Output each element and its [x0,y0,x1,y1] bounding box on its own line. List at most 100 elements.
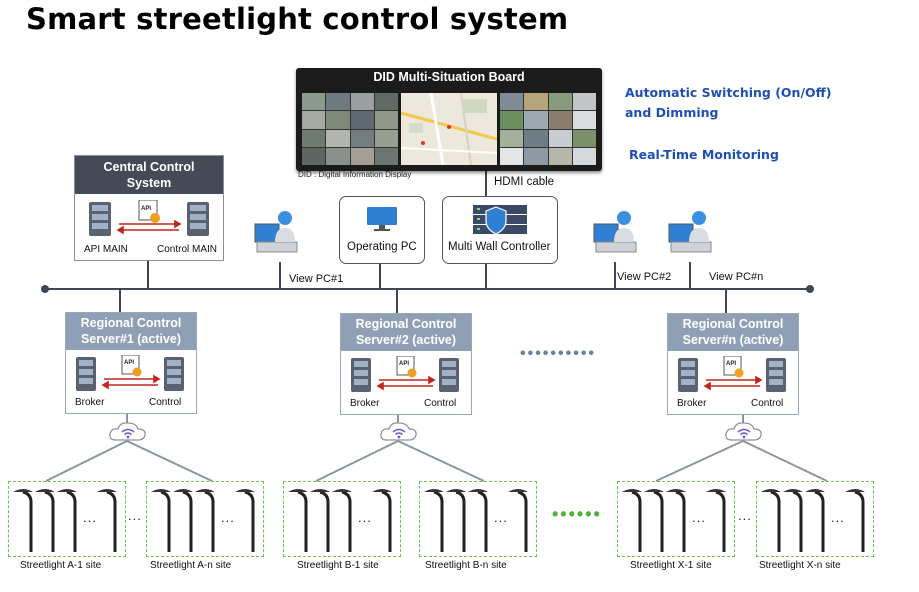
more-lights-ellipsis: ... [494,510,508,525]
streetlight-icons [424,489,528,552]
exchange-arrows-icon [101,374,161,390]
site-label-an: Streetlight A-n site [150,560,232,571]
regional-server-1: Regional Control Server#1 (active) API B… [65,312,197,414]
central-title-line1: Central Control [103,160,195,174]
central-control-header: Central Control System [75,156,223,194]
regional-title-line2: Server#n (active) [682,333,784,347]
streetlight-icons [622,489,726,552]
api-doc-icon: API [121,355,142,377]
streetlight-icon [151,489,171,552]
streetlight-icon [35,489,55,552]
regional-title-line2: Server#1 (active) [80,332,182,346]
streetlight-icon [845,489,865,552]
regional-server-header: Regional Control Server#n (active) [668,314,798,351]
feature-switching-line1: Automatic Switching (On/Off) [625,85,832,100]
regional-server-graphic: API [351,356,459,392]
more-lights-ellipsis: ... [692,510,706,525]
api-doc-icon: API [396,356,417,378]
api-doc-icon: API [138,200,160,223]
svg-text:API: API [124,360,134,366]
central-title-line2: System [126,176,172,190]
page-title: Smart streetlight control system [26,2,569,36]
streetlight-site-xn: ... [756,481,874,557]
streetlight-icon [805,489,825,552]
streetlight-icon [783,489,803,552]
streetlight-icon [195,489,215,552]
view-pc-1-icon [254,211,298,253]
view-pc-2-label: View PC#2 [617,271,672,283]
did-board-title: DID Multi-Situation Board [373,70,525,84]
did-note: DID : Digital Information Display [298,170,412,179]
streetlight-icon [310,489,330,552]
streetlight-site-bn: ... [419,481,537,557]
operating-pc-label: Operating PC [347,241,417,253]
feature-switching-line2: and Dimming [625,105,719,120]
server-icon [766,358,786,392]
streetlight-icon [468,489,488,552]
streetlight-site-an: ... [146,481,264,557]
streetlight-icon [761,489,781,552]
regional-server-header: Regional Control Server#2 (active) [341,314,471,351]
streetlight-site-b1: ... [283,481,401,557]
central-server-graphic: API [89,200,209,236]
server-icon [351,358,371,392]
streetlight-icons [151,489,255,552]
server-icon [76,357,96,391]
regional-server-graphic: API [678,356,786,392]
streetlight-icons [761,489,865,552]
regional-left-label: Broker [75,397,105,408]
svg-text:API: API [399,361,409,367]
streetlight-icons [288,489,392,552]
streetlight-icon [424,489,444,552]
more-lights-ellipsis: ... [831,510,845,525]
more-sites-dots: •••••• [552,504,602,524]
central-control-system: Central Control System API API MAIN Cont… [74,155,224,261]
regional-left-label: Broker [677,398,707,409]
feature-monitoring: Real-Time Monitoring [629,147,779,162]
cloud-wifi-icon [109,422,146,441]
streetlight-icon [235,489,255,552]
streetlight-icon [173,489,193,552]
view-pc-1-label: View PC#1 [289,273,344,285]
site-label-bn: Streetlight B-n site [425,560,507,571]
svg-text:API: API [141,206,151,212]
wall-controller-icon [473,205,527,235]
streetlight-icon [644,489,664,552]
exchange-arrows-icon [116,219,182,235]
did-screen-wall [302,93,596,165]
streetlight-icon [666,489,686,552]
regional-left-label: Broker [350,398,380,409]
site-label-x1: Streetlight X-1 site [630,560,712,571]
view-pc-2-icon [593,211,637,253]
streetlight-icon [13,489,33,552]
server-icon [678,358,698,392]
server-icon [439,358,459,392]
server-icon [89,202,111,236]
did-camera-grid-left [302,93,398,165]
streetlight-icon [57,489,77,552]
regional-title-line1: Regional Control [682,317,784,331]
regional-title-line2: Server#2 (active) [355,333,457,347]
shield-icon [485,206,507,235]
streetlight-site-a1: ... [8,481,126,557]
bus-endpoint-left [41,285,49,293]
streetlight-icon [508,489,528,552]
streetlight-icon [288,489,308,552]
central-right-label: Control MAIN [157,244,218,255]
regional-server-2: Regional Control Server#2 (active) API B… [340,313,472,415]
streetlight-site-x1: ... [617,481,735,557]
svg-text:API: API [726,361,736,367]
hdmi-cable-label: HDMI cable [494,176,555,188]
wall-controller-label: Multi Wall Controller [448,241,551,253]
between-sites-ellipsis: ... [738,508,752,523]
more-lights-ellipsis: ... [83,510,97,525]
exchange-arrows-icon [703,375,763,391]
regional-title-line1: Regional Control [355,317,457,331]
server-icon [187,202,209,236]
operating-pc-box: Operating PC [339,196,425,264]
bus-endpoint-right [806,285,814,293]
regional-server-n: Regional Control Server#n (active) API B… [667,313,799,415]
more-servers-dots: •••••••••• [520,345,597,362]
streetlight-icon [97,489,117,552]
monitor-icon [367,207,397,231]
